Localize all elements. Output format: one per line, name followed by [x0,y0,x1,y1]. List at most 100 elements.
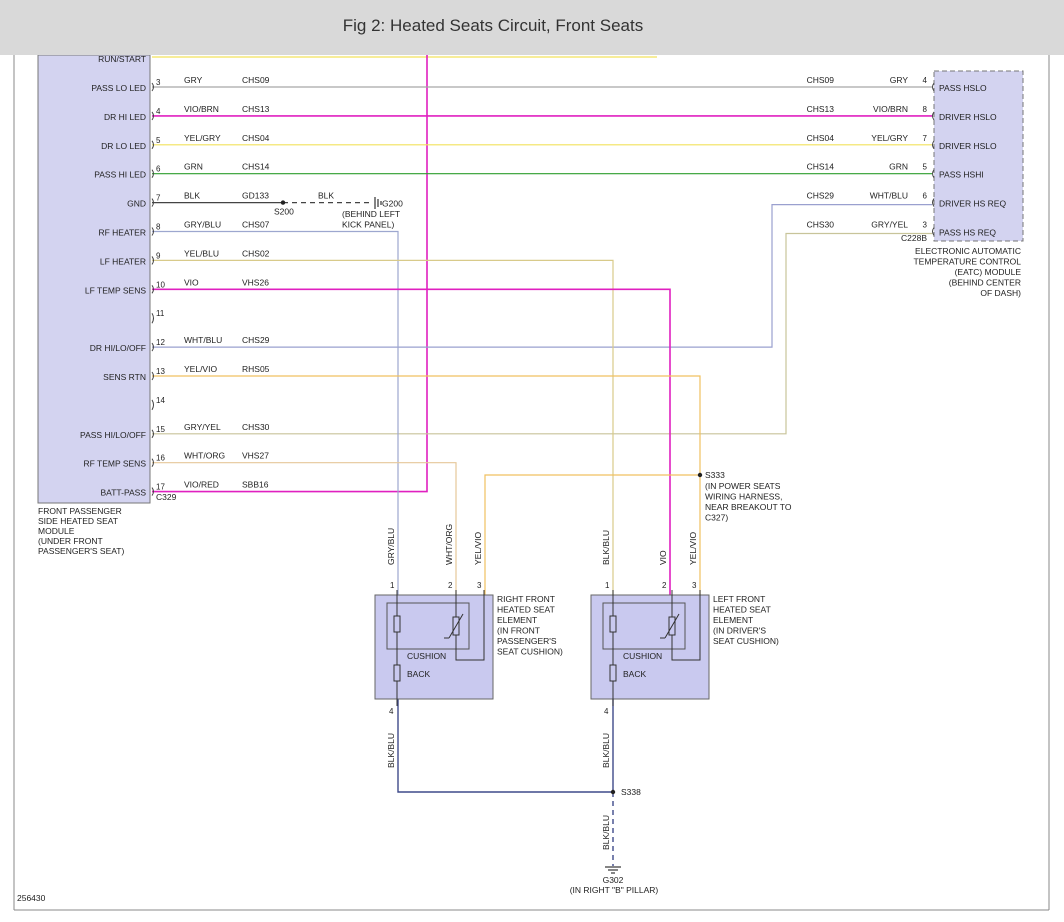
left-pin-number-13: 13 [156,367,165,376]
rf-element-name-2: ELEMENT [497,615,537,625]
lf-pin-2: 2 [662,581,667,590]
bottom-wire-color-rf: BLK/BLU [386,733,396,768]
right-module-name-3: (BEHIND CENTER [949,278,1021,288]
right-wire-color-8: VIO/BRN [873,104,908,114]
right-pin-terminal-7 [932,140,935,150]
left-wire-color-13: YEL/VIO [184,364,217,374]
lf-element-name-0: LEFT FRONT [713,594,765,604]
left-wire-color-16: WHT/ORG [184,451,225,461]
lf-element-cushion-box [602,602,686,650]
left-pin-label-7: GND [127,199,146,209]
left-pin-label-16: RF TEMP SENS [83,459,146,469]
run-start-label: RUN/START [98,55,146,64]
left-pin-number-14: 14 [156,396,165,405]
s333-desc-2: NEAR BREAKOUT TO [705,502,792,512]
g200-label-2: KICK PANEL) [342,220,394,230]
rf-pin-4: 4 [389,707,394,716]
right-wire-circuit-5: CHS14 [807,162,835,172]
right-pin-number-3: 3 [923,221,928,230]
left-wire-circuit-15: CHS30 [242,422,270,432]
left-wire-circuit-5: CHS04 [242,133,270,143]
left-pin-label-12: DR HI/LO/OFF [90,343,146,353]
right-pin-number-7: 7 [923,134,928,143]
s333-desc-3: C327) [705,513,728,523]
g302-location: (IN RIGHT "B" PILLAR) [570,885,659,895]
passenger-seat-module [37,55,151,504]
rf-element-name-1: HEATED SEAT [497,605,555,615]
left-wire-color-15: GRY/YEL [184,422,221,432]
right-pin-label-3: PASS HS REQ [939,228,996,238]
left-wire-circuit-7: GD133 [242,191,269,201]
left-pin-label-3: PASS LO LED [91,83,146,93]
right-connector-id: C228B [901,233,927,243]
lf-element-name-1: HEATED SEAT [713,605,771,615]
right-wire-color-4: GRY [890,75,909,85]
wire-chs30 [152,232,932,435]
rf-element-name-0: RIGHT FRONT [497,594,555,604]
left-wire-color-10: VIO [184,277,199,287]
left-pin-terminal-3 [151,82,154,92]
left-pin-number-9: 9 [156,251,161,260]
right-pin-label-8: DRIVER HSLO [939,112,997,122]
left-module-name-2: MODULE [38,526,75,536]
left-pin-terminal-8 [151,227,154,236]
right-wire-color-7: YEL/GRY [871,133,908,143]
left-pin-terminal-6 [151,169,154,178]
left-wire-circuit-6: CHS14 [242,162,270,172]
right-wire-color-3: GRY/YEL [871,220,908,230]
s338-splice [610,789,616,795]
rf-wire-color-0: GRY/BLU [386,528,396,565]
left-pin-terminal-5 [151,140,154,150]
figure-header: Fig 2: Heated Seats Circuit, Front Seats [0,0,1064,55]
left-pin-number-5: 5 [156,136,161,145]
eatc-module [933,70,1024,242]
rf-back-label: BACK [407,669,430,679]
left-wire-circuit-17: SBB16 [242,480,269,490]
left-pin-terminal-11 [151,312,154,324]
left-pin-number-6: 6 [156,165,161,174]
wire-vhs27 [152,462,457,595]
rf-element-name-3: (IN FRONT [497,626,540,636]
g200-ground-icon [374,197,382,209]
left-module-name-0: FRONT PASSENGER [38,506,122,516]
g200-label-1: (BEHIND LEFT [342,209,400,219]
lf-back-label: BACK [623,669,646,679]
left-pin-number-12: 12 [156,338,165,347]
rf-pin-3: 3 [477,581,482,590]
g302-label: G302 [603,875,624,885]
left-pin-label-9: LF HEATER [100,256,146,266]
right-module-name-0: ELECTRONIC AUTOMATIC [915,246,1021,256]
left-pin-terminal-17 [151,487,154,496]
right-wire-color-5: GRN [889,162,908,172]
left-pin-label-10: LF TEMP SENS [85,285,146,295]
wire-chs29 [152,204,932,348]
rf-heated-seat-element: CUSHION BACK [374,590,494,706]
s200-label: S200 [274,207,294,217]
left-module-name-3: (UNDER FRONT [38,536,103,546]
left-pin-number-11: 11 [156,309,165,318]
right-pin-label-6: DRIVER HS REQ [939,199,1006,209]
rf-element-cushion-box [386,602,470,650]
s333-splice [697,472,703,478]
left-pin-number-8: 8 [156,223,161,232]
left-pin-terminal-7 [151,198,154,207]
right-pin-number-4: 4 [923,76,928,85]
left-pin-terminal-4 [151,111,154,121]
left-wire-color-12: WHT/BLU [184,335,222,345]
lf-element-name-4: SEAT CUSHION) [713,636,779,646]
s338-label: S338 [621,787,641,797]
wire-chs07 [152,230,399,595]
lf-wire-color-1: VIO [658,550,668,565]
left-pin-label-6: PASS HI LED [94,170,146,180]
right-wire-circuit-6: CHS29 [807,191,835,201]
right-pin-number-6: 6 [923,192,928,201]
right-module-name-1: TEMPERATURE CONTROL [913,257,1021,267]
left-pin-terminal-14 [151,399,154,411]
lf-element-name-3: (IN DRIVER'S [713,626,766,636]
left-pin-label-5: DR LO LED [101,141,146,151]
right-pin-number-8: 8 [923,105,928,114]
right-pin-label-7: DRIVER HSLO [939,141,997,151]
left-wire-circuit-12: CHS29 [242,335,270,345]
lf-heated-seat-element: CUSHION BACK [590,590,710,706]
left-pin-label-8: RF HEATER [98,228,146,238]
